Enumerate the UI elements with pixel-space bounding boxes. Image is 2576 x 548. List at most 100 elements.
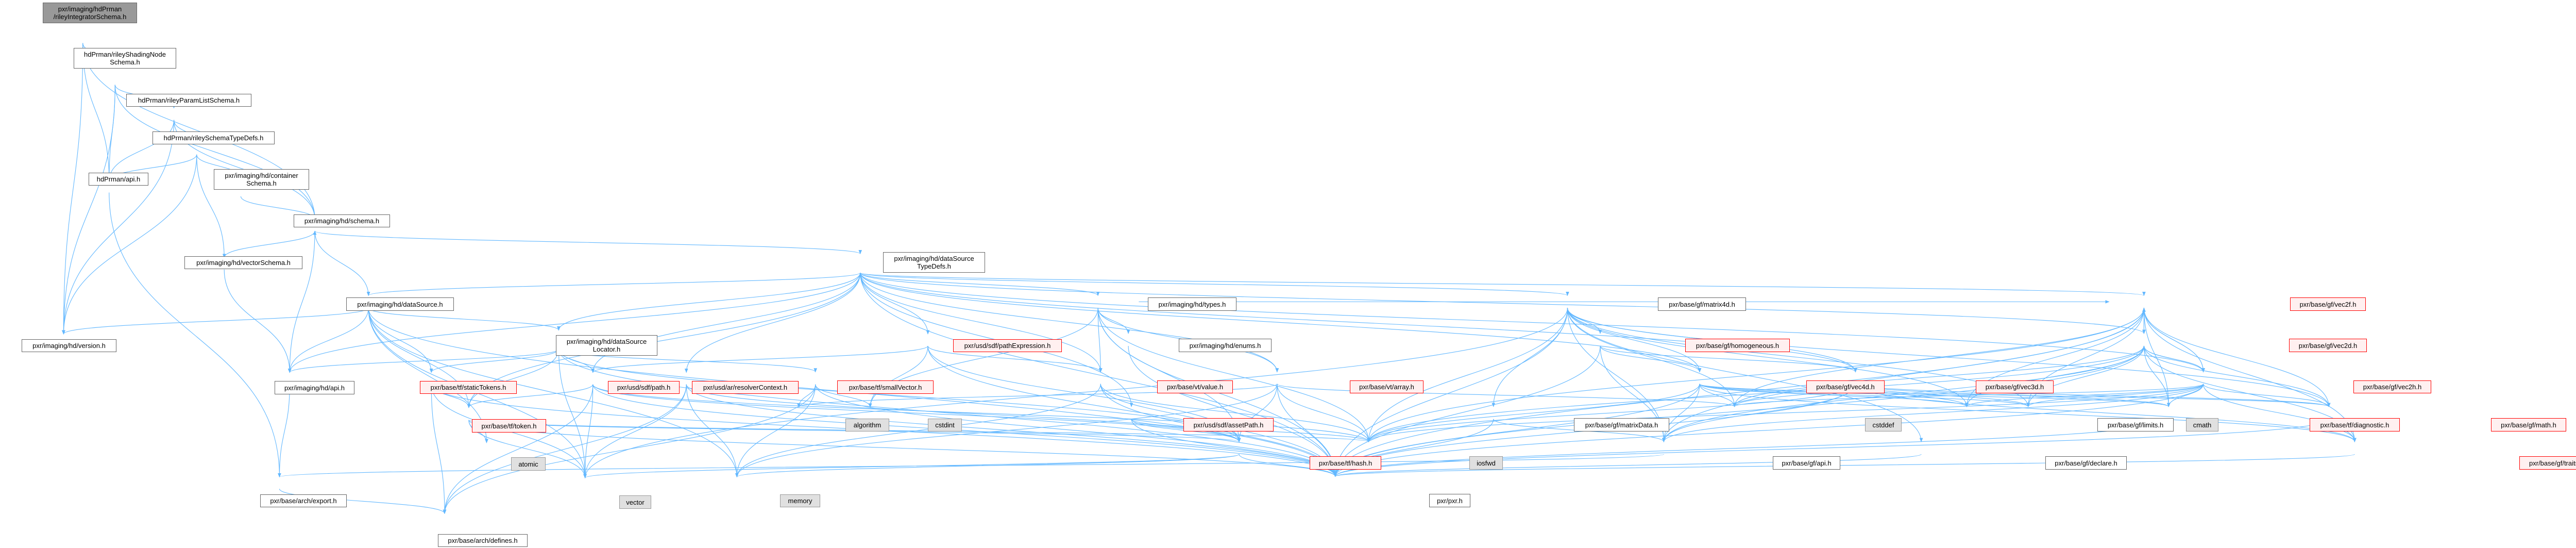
edge-n8-to-n19 [288, 273, 861, 373]
edge-n28-to-n48 [1333, 384, 2204, 477]
edge-n42-to-n45 [278, 454, 1664, 478]
edge-n2-to-n4 [107, 120, 175, 181]
edge-n13-to-n48 [1333, 308, 2145, 477]
graph-node-pxr-base-vt-array-h[interactable]: pxr/base/vt/array.h [1350, 380, 1423, 393]
graph-node-pxr-base-gf-matrixdata-h[interactable]: pxr/base/gf/matrixData.h [1574, 418, 1669, 431]
graph-node-pxr-base-tf-smallvector-h[interactable]: pxr/base/tf/smallVector.h [837, 380, 934, 394]
graph-node-pxr-base-gf-limits-h[interactable]: pxr/base/gf/limits.h [2097, 418, 2174, 431]
graph-node-pxr-base-tf-diagnostic-h[interactable]: pxr/base/tf/diagnostic.h [2310, 418, 2400, 431]
graph-node-iosfwd: iosfwd [1469, 456, 1503, 470]
edge-n13-to-n44 [2143, 308, 2357, 442]
graph-node-pxr-base-tf-statictokens-h[interactable]: pxr/base/tf/staticTokens.h [420, 381, 517, 394]
edge-n18-to-n37 [2143, 346, 2171, 407]
edge-n18-to-n36 [2026, 346, 2145, 407]
graph-node-pxr-base-gf-vec2d-h[interactable]: pxr/base/gf/vec2d.h [2289, 339, 2367, 352]
graph-node-pxr-base-arch-defines-h[interactable]: pxr/base/arch/defines.h [438, 534, 528, 547]
edge-n8-to-n28 [860, 273, 2205, 373]
graph-node-pxr-usd-sdf-assetpath-h[interactable]: pxr/usd/sdf/assetPath.h [1183, 418, 1274, 431]
graph-node-pxr-base-tf-token-h[interactable]: pxr/base/tf/token.h [472, 419, 546, 433]
edge-n8-to-n24 [860, 273, 1103, 373]
edge-n8-to-n12 [860, 272, 1569, 296]
graph-node-pxr-imaging-hd-container-schema-h[interactable]: pxr/imaging/hd/container Schema.h [214, 169, 309, 190]
edge-n24-to-n47 [735, 384, 1101, 478]
graph-node-pxr-base-gf-declare-h[interactable]: pxr/base/gf/declare.h [2045, 456, 2127, 470]
edge-n25-to-n47 [735, 384, 1278, 478]
edge-n18-to-n38 [2143, 346, 2331, 407]
graph-node-pxr-imaging-hd-enums-h[interactable]: pxr/imaging/hd/enums.h [1179, 339, 1272, 352]
edge-n38-to-n48 [1333, 419, 2329, 477]
edge-n25-to-n41 [1277, 384, 1370, 442]
edge-n43-to-n48 [1333, 454, 1922, 477]
graph-node-pxr-imaging-hd-vectorschema-h[interactable]: pxr/imaging/hd/vectorSchema.h [184, 256, 302, 269]
edge-n26-to-n41 [1367, 384, 1700, 442]
graph-node-pxr-imaging-hd-version-h[interactable]: pxr/imaging/hd/version.h [22, 339, 116, 352]
graph-node-pxr-base-gf-vec3d-h[interactable]: pxr/base/gf/vec3d.h [1976, 380, 2054, 393]
graph-node-pxr-imaging-hd-api-h[interactable]: pxr/imaging/hd/api.h [275, 381, 354, 394]
edge-n24-to-n41 [1100, 384, 1370, 442]
graph-node-pxr-imaging-hd-schema-h[interactable]: pxr/imaging/hd/schema.h [294, 214, 390, 227]
edge-n23-to-n47 [735, 384, 816, 478]
graph-node-pxr-base-gf-vec4d-h[interactable]: pxr/base/gf/vec4d.h [1806, 380, 1885, 393]
edge-n20-to-n49 [431, 384, 447, 514]
edge-n26-to-n42 [1662, 384, 1700, 442]
graph-node-pxr-imaging-hd-datasource-h[interactable]: pxr/imaging/hd/dataSource.h [346, 297, 454, 311]
edge-n23-to-n31 [815, 384, 872, 408]
graph-node-pxr-base-vt-value-h[interactable]: pxr/base/vt/value.h [1157, 380, 1233, 393]
edge-n13-to-n41 [1367, 308, 2145, 442]
graph-node-pxr-base-arch-export-h[interactable]: pxr/base/arch/export.h [260, 494, 347, 507]
graph-node-pxr-usd-sdf-pathexpression-h[interactable]: pxr/usd/sdf/pathExpression.h [953, 339, 1062, 352]
edge-n8-to-n21 [591, 273, 861, 373]
edge-n12-to-n38 [1567, 308, 2331, 407]
edge-n28-to-n36 [2026, 384, 2204, 407]
edge-n10-to-n19 [287, 308, 369, 373]
edge-n8-to-n13 [860, 272, 2145, 296]
edge-n11-to-n41 [1097, 308, 1370, 442]
graph-node-hdprman-rileyschematypedefs-h[interactable]: hdPrman/rileySchemaTypeDefs.h [152, 131, 275, 144]
edge-n3-to-n9 [62, 154, 197, 335]
graph-node-hdprman-rileyparamlistschema-h[interactable]: hdPrman/rileyParamListSchema.h [126, 94, 251, 107]
edge-n21-to-n41 [592, 384, 1370, 442]
edge-n8-to-n22 [684, 273, 861, 373]
graph-node-pxr-usd-ar-resolvercontext-h[interactable]: pxr/usd/ar/resolverContext.h [692, 381, 799, 394]
graph-node-pxr-usd-sdf-path-h[interactable]: pxr/usd/sdf/path.h [608, 381, 680, 394]
edge-n28-to-n44 [2203, 384, 2357, 442]
graph-node-pxr-imaging-hd-datasource-typedefs-h[interactable]: pxr/imaging/hd/dataSource TypeDefs.h [883, 252, 985, 273]
graph-node-pxr-imaging-hd-types-h[interactable]: pxr/imaging/hd/types.h [1148, 297, 1236, 311]
graph-node-hdprman-rileyshadingnode-schema-h[interactable]: hdPrman/rileyShadingNode Schema.h [74, 48, 176, 69]
graph-node-pxr-imaging-hdprman-rileyintegratorschema-h[interactable]: pxr/imaging/hdPrman /rileyIntegratorSche… [43, 3, 137, 23]
edge-n15-to-n48 [927, 346, 1337, 477]
edge-n14-to-n46 [558, 349, 587, 478]
graph-node-cstddef: cstddef [1865, 418, 1902, 431]
graph-node-pxr-base-gf-matrix4d-h[interactable]: pxr/base/gf/matrix4d.h [1658, 297, 1746, 311]
edge-n2-to-n9 [62, 120, 175, 335]
edge-n11-to-n24 [1097, 308, 1103, 373]
edge-n0-to-n9 [62, 43, 83, 335]
edge-n40-to-n48 [1239, 454, 1337, 477]
edge-n7-to-n19 [224, 269, 292, 373]
graph-node-cmath: cmath [2186, 418, 2218, 431]
graph-node-hdprman-api-h[interactable]: hdPrman/api.h [89, 173, 148, 186]
edge-n12-to-n41 [1367, 308, 1568, 442]
edge-n15-to-n21 [591, 345, 928, 373]
edge-n8-to-n14 [557, 273, 861, 331]
edge-n6-to-n19 [287, 231, 315, 373]
edge-n10-to-n39 [368, 308, 488, 443]
edge-n16-to-n48 [1128, 346, 1337, 477]
edge-n15-to-n31 [868, 346, 928, 408]
graph-node-pxr-base-gf-homogeneous-h[interactable]: pxr/base/gf/homogeneous.h [1685, 339, 1790, 352]
graph-node-pxr-imaging-hd-datasource-locator-h[interactable]: pxr/imaging/hd/dataSource Locator.h [556, 335, 657, 356]
graph-node-pxr-base-gf-traits-h[interactable]: pxr/base/gf/traits.h [2519, 456, 2576, 470]
graph-node-pxr-base-gf-api-h[interactable]: pxr/base/gf/api.h [1773, 456, 1840, 470]
edge-n25-to-n34 [1277, 384, 1736, 407]
graph-node-pxr-pxr-h[interactable]: pxr/pxr.h [1429, 494, 1470, 507]
edge-n13-to-n42 [1662, 308, 2145, 442]
edge-n10-to-n47 [368, 308, 739, 478]
graph-node-pxr-base-gf-math-h[interactable]: pxr/base/gf/math.h [2491, 418, 2566, 431]
graph-node-pxr-base-tf-hash-h[interactable]: pxr/base/tf/hash.h [1310, 456, 1381, 470]
edge-n23-to-n48 [815, 384, 1337, 477]
edge-n17-to-n26 [1600, 345, 1702, 373]
edge-n27-to-n41 [1367, 384, 1856, 442]
edge-n28-to-n42 [1662, 384, 2204, 442]
graph-node-pxr-base-gf-vec2f-h[interactable]: pxr/base/gf/vec2f.h [2290, 297, 2366, 311]
graph-node-pxr-base-gf-vec2h-h[interactable]: pxr/base/gf/vec2h.h [2353, 380, 2431, 393]
